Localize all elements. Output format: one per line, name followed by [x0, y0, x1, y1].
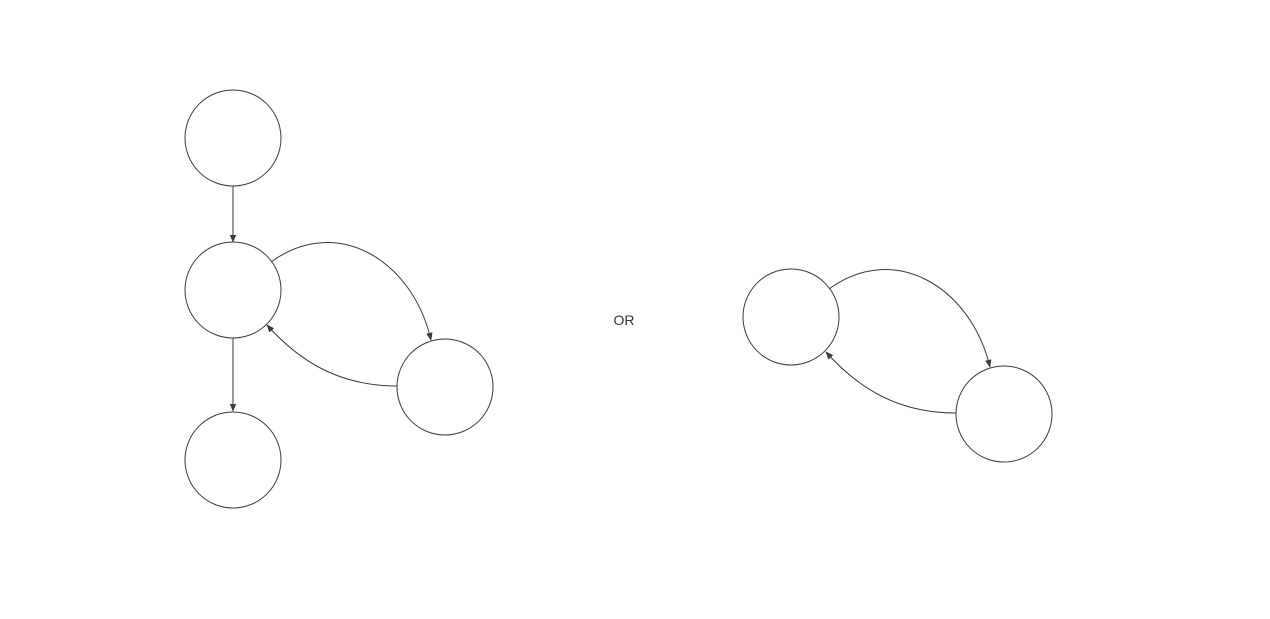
right-diagram [742, 268, 1053, 463]
left-right-node[interactable] [396, 338, 494, 436]
left-middle-node[interactable] [184, 241, 282, 339]
edge-right-to-middle [266, 324, 398, 387]
left-bottom-node[interactable] [184, 411, 282, 509]
left-top-node[interactable] [184, 89, 282, 187]
right-left-node[interactable] [742, 268, 840, 366]
edge-right-left-to-right [828, 269, 992, 368]
right-right-node[interactable] [955, 365, 1053, 463]
edge-right-right-to-left [825, 351, 957, 414]
or-separator-label: OR [614, 312, 635, 328]
edge-middle-to-right [270, 242, 433, 341]
left-diagram [184, 89, 494, 509]
